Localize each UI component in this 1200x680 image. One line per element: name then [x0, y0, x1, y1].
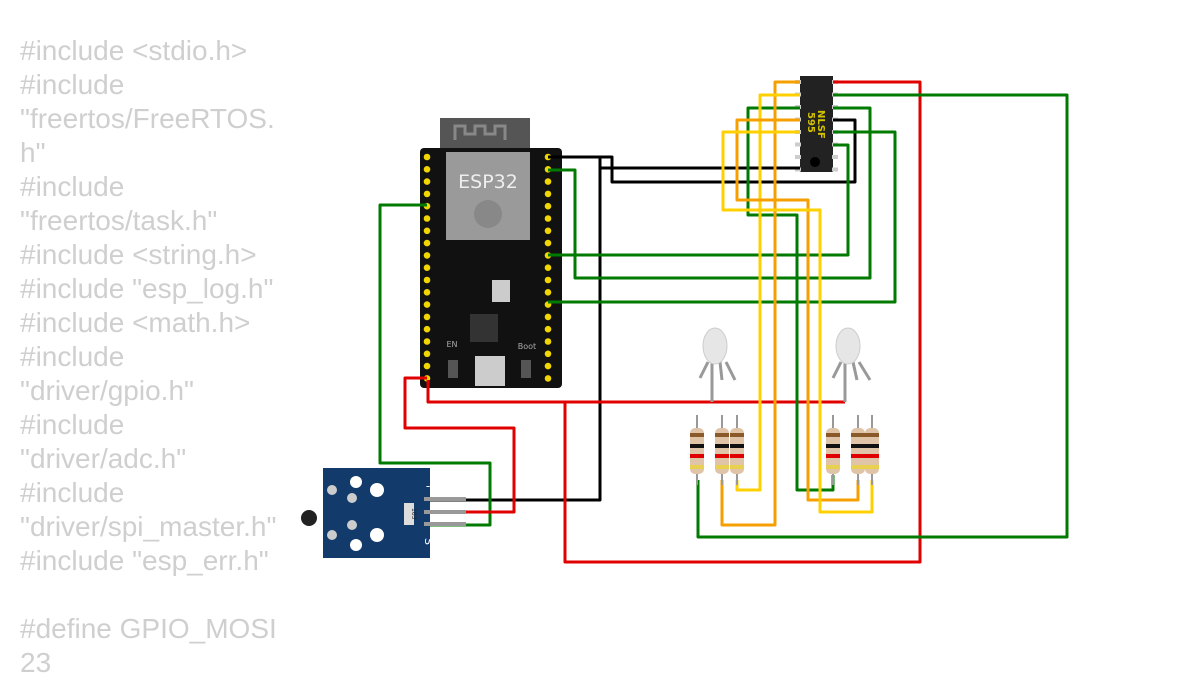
- esp32-pin[interactable]: [423, 190, 431, 198]
- esp32-pin[interactable]: [544, 190, 552, 198]
- circuit-diagram[interactable]: ESP32 Boot EN NLSF 595: [0, 0, 1200, 630]
- esp32-pin[interactable]: [544, 202, 552, 210]
- esp32-pin[interactable]: [544, 313, 552, 321]
- esp32-pin[interactable]: [423, 239, 431, 247]
- code-line: #include "driver/spi_master.h": [20, 477, 277, 542]
- sensor-minus-label: -: [426, 479, 430, 493]
- esp32-pin[interactable]: [544, 362, 552, 370]
- code-line: #include "freertos/FreeRTOS.h": [20, 69, 275, 168]
- esp32-pin[interactable]: [544, 264, 552, 272]
- code-line: #include <math.h>: [20, 307, 251, 338]
- sensor-signal-label: S: [422, 538, 435, 545]
- resistors[interactable]: [690, 415, 879, 485]
- esp32-pin[interactable]: [544, 276, 552, 284]
- resistor[interactable]: [690, 428, 704, 474]
- wire-orange-q4[interactable]: [735, 118, 860, 502]
- rgb-led-1[interactable]: [698, 327, 737, 402]
- code-line: #include <stdio.h>: [20, 35, 248, 66]
- esp32-pin[interactable]: [544, 239, 552, 247]
- esp32-pin[interactable]: [423, 153, 431, 161]
- sensor-resistor-label: 103: [410, 508, 417, 520]
- esp32-pin[interactable]: [423, 350, 431, 358]
- esp32-pin[interactable]: [423, 313, 431, 321]
- ic-label-line2: 595: [805, 112, 816, 133]
- resistor[interactable]: [715, 428, 729, 474]
- wire-yellow-q2[interactable]: [735, 93, 800, 492]
- code-line: #include "freertos/task.h": [20, 171, 218, 236]
- wires[interactable]: [378, 80, 1069, 564]
- esp32-pin[interactable]: [423, 264, 431, 272]
- wire-green-q5[interactable]: [746, 106, 835, 492]
- esp32-pin[interactable]: [423, 325, 431, 333]
- esp32-pin[interactable]: [544, 325, 552, 333]
- esp32-pin-headers[interactable]: [423, 153, 552, 382]
- esp32-board[interactable]: ESP32 Boot EN: [420, 118, 562, 388]
- ic-pin[interactable]: [795, 155, 801, 159]
- code-line: #include "driver/adc.h": [20, 409, 187, 474]
- esp32-pin[interactable]: [544, 338, 552, 345]
- ic-pin[interactable]: [795, 142, 801, 147]
- wire-green-latch[interactable]: [548, 130, 897, 304]
- wire-orange-q1[interactable]: [720, 80, 800, 527]
- esp32-pin[interactable]: [423, 362, 431, 370]
- code-line: #include "driver/gpio.h": [20, 341, 194, 406]
- wire-red-led-common[interactable]: [426, 380, 845, 404]
- esp32-label: ESP32: [458, 171, 518, 193]
- ic-label-line1: NLSF: [815, 110, 826, 139]
- wire-green-q0[interactable]: [696, 93, 1069, 539]
- boot-label: Boot: [518, 342, 536, 351]
- esp32-pin[interactable]: [544, 350, 552, 358]
- esp32-pin[interactable]: [423, 166, 431, 173]
- ic-pin[interactable]: [832, 167, 838, 172]
- esp32-pin[interactable]: [544, 215, 552, 222]
- wire-green-sensor-signal[interactable]: [378, 203, 492, 527]
- shift-register-74hc595[interactable]: NLSF 595: [795, 76, 838, 172]
- code-line: #include "esp_err.h": [20, 545, 269, 576]
- boot-button[interactable]: [521, 360, 531, 378]
- resistor[interactable]: [826, 428, 840, 474]
- resistor[interactable]: [851, 428, 865, 474]
- esp32-pin[interactable]: [423, 301, 431, 308]
- temperature-sensor-module[interactable]: 103 - S: [301, 468, 466, 558]
- en-label: EN: [446, 340, 457, 349]
- thermistor: [301, 510, 317, 526]
- wire-green-clk[interactable]: [548, 143, 850, 257]
- esp32-pin[interactable]: [423, 215, 431, 222]
- esp32-pin[interactable]: [423, 289, 431, 296]
- wire-red-sensor-vcc[interactable]: [403, 376, 516, 514]
- esp32-pin[interactable]: [544, 227, 552, 235]
- esp32-pin[interactable]: [544, 375, 552, 382]
- usb-port: [475, 356, 505, 386]
- wire-yellow-q3[interactable]: [721, 130, 874, 514]
- esp32-pin[interactable]: [423, 252, 431, 259]
- wire-green-mosi[interactable]: [548, 106, 872, 280]
- esp32-pin[interactable]: [423, 227, 431, 235]
- esp32-pin[interactable]: [544, 178, 552, 185]
- rgb-led-2[interactable]: [831, 327, 872, 402]
- wire-black-gnd-ic[interactable]: [548, 118, 857, 184]
- resistor[interactable]: [730, 428, 744, 474]
- ic-pin[interactable]: [832, 155, 838, 159]
- en-button[interactable]: [448, 360, 458, 378]
- esp32-pin[interactable]: [544, 289, 552, 296]
- wire-red-ic-vcc[interactable]: [563, 80, 922, 564]
- esp32-pin[interactable]: [423, 338, 431, 345]
- espressif-logo-icon: [474, 200, 502, 228]
- esp32-pin[interactable]: [423, 276, 431, 284]
- code-editor-background: #include <stdio.h> #include "freertos/Fr…: [20, 34, 290, 680]
- esp32-pin[interactable]: [423, 178, 431, 185]
- code-line: #include "esp_log.h": [20, 273, 274, 304]
- code-line: #include <string.h>: [20, 239, 257, 270]
- resistor[interactable]: [865, 428, 879, 474]
